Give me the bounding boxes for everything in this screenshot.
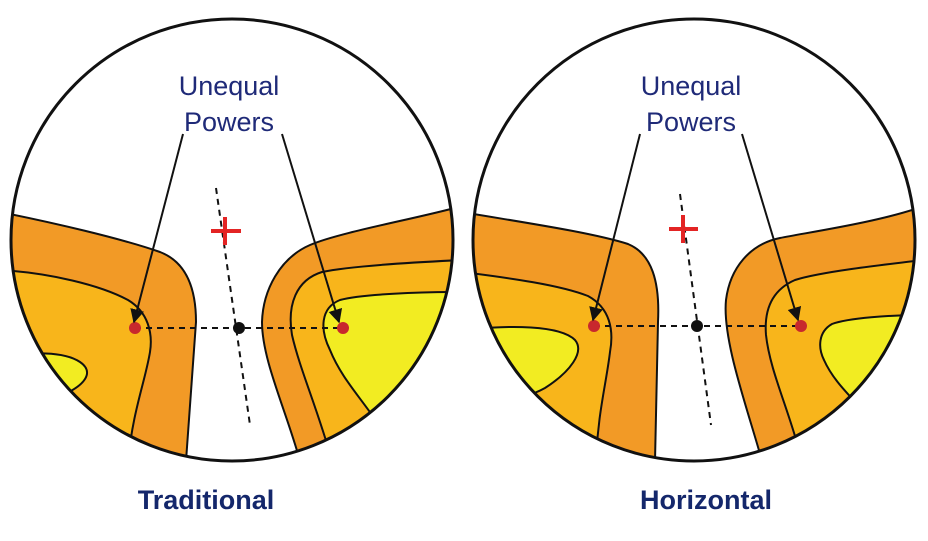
panel-caption: Horizontal <box>640 485 772 515</box>
callout-arrow-left <box>130 133 184 324</box>
callout-label-line2: Powers <box>184 107 274 137</box>
traditional-panel: Unequal Powers Traditional <box>9 17 455 515</box>
panel-caption: Traditional <box>138 485 275 515</box>
lens-outline <box>9 17 455 463</box>
right-power-point <box>337 322 349 334</box>
vertical-axis <box>215 187 251 426</box>
cross-marker <box>669 215 698 243</box>
callout-label-line1: Unequal <box>179 71 280 101</box>
left-power-point <box>588 320 600 332</box>
left-power-point <box>129 322 141 334</box>
callout-arrow-right <box>281 133 343 324</box>
callout-arrow-left <box>589 133 641 322</box>
horizontal-panel: Unequal Powers Horizontal <box>471 17 917 515</box>
cross-marker <box>211 217 241 245</box>
right-power-point <box>795 320 807 332</box>
lens-outline <box>471 17 917 463</box>
center-point <box>691 320 703 332</box>
center-point <box>233 322 245 334</box>
callout-label-line1: Unequal <box>641 71 742 101</box>
vertical-axis <box>679 193 712 426</box>
callout-label-line2: Powers <box>646 107 736 137</box>
callout-arrow-right <box>741 133 802 322</box>
